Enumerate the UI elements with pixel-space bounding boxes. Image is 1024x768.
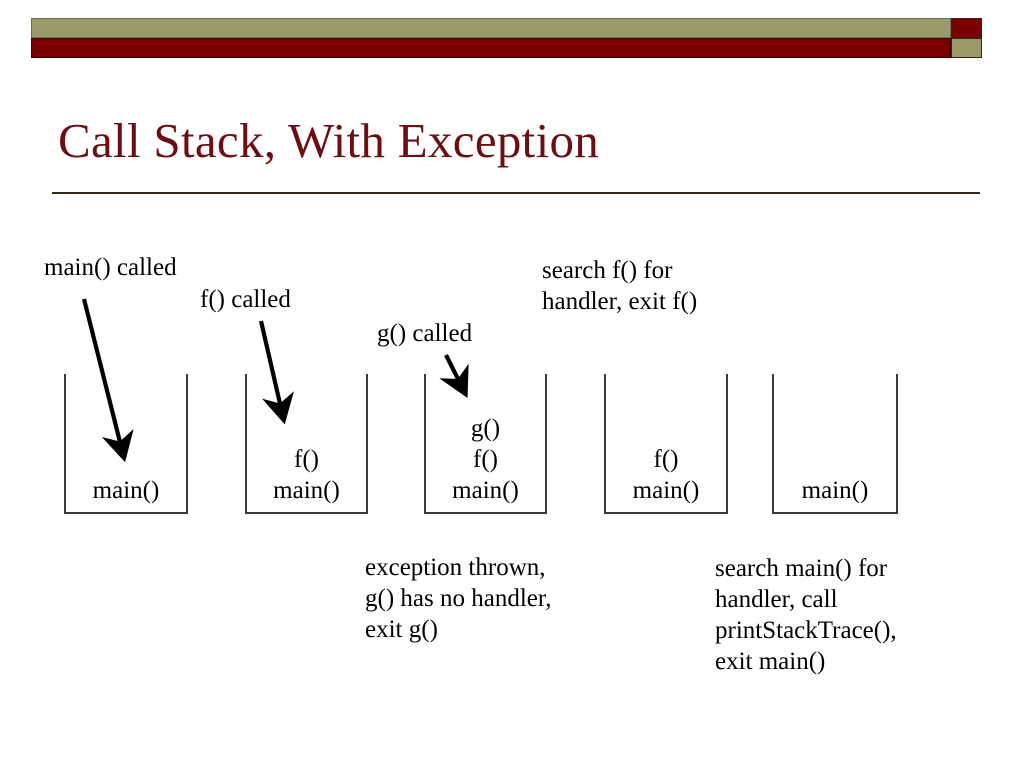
callout-exception-thrown-line-1: exception thrown, (365, 554, 546, 581)
callout-search-main-line-3: printStackTrace(), (715, 617, 897, 644)
callout-f-called: f() called (200, 286, 291, 313)
callout-search-f: search f() for handler, exit f() (542, 255, 772, 317)
stack-4-entries: f() main() (606, 444, 726, 506)
stack-entry: main() (452, 477, 519, 504)
header-band-bottom-cap (951, 38, 982, 58)
stack-frame-3: g() f() main() (424, 374, 547, 514)
callout-exception-thrown-line-2: g() has no handler, (365, 585, 552, 612)
callout-search-main-line-2: handler, call (715, 586, 838, 613)
header-band-top-row (31, 18, 982, 38)
callout-search-main-line-4: exit main() (715, 648, 826, 675)
stack-5-entries: main() (774, 475, 896, 506)
stack-entry: f() (473, 446, 498, 473)
callout-search-f-line-1: search f() for (542, 257, 673, 284)
callout-search-main: search main() for handler, call printSta… (715, 553, 1015, 677)
header-decoration-band (31, 18, 982, 58)
callout-search-f-line-2: handler, exit f() (542, 288, 698, 315)
stack-entry: main() (92, 477, 160, 504)
stack-frame-2: f() main() (245, 374, 368, 514)
header-band-bottom-main (31, 38, 951, 58)
stack-frame-5: main() (772, 374, 898, 514)
stack-entry: main() (801, 477, 869, 504)
title-underline-rule (52, 192, 980, 194)
header-band-bottom-row (31, 38, 982, 58)
stack-frame-4: f() main() (604, 374, 728, 514)
stack-2-entries: f() main() (247, 444, 366, 506)
header-band-top-main (31, 18, 951, 38)
page-title: Call Stack, With Exception (58, 113, 600, 168)
callout-main-called: main() called (44, 254, 177, 281)
stack-frame-1: main() (64, 374, 188, 514)
stack-entry: g() (470, 415, 501, 442)
callout-exception-thrown: exception thrown, g() has no handler, ex… (365, 552, 655, 645)
stack-1-entries: main() (66, 475, 186, 506)
stack-entry: f() (294, 446, 319, 473)
stack-entry: main() (632, 477, 700, 504)
stack-entry: f() (653, 446, 679, 473)
callout-g-called: g() called (377, 320, 473, 347)
stack-entry: main() (273, 477, 340, 504)
header-band-top-cap (951, 18, 982, 38)
stack-3-entries: g() f() main() (426, 413, 545, 506)
callout-search-main-line-1: search main() for (715, 555, 888, 582)
callout-exception-thrown-line-3: exit g() (365, 616, 438, 643)
